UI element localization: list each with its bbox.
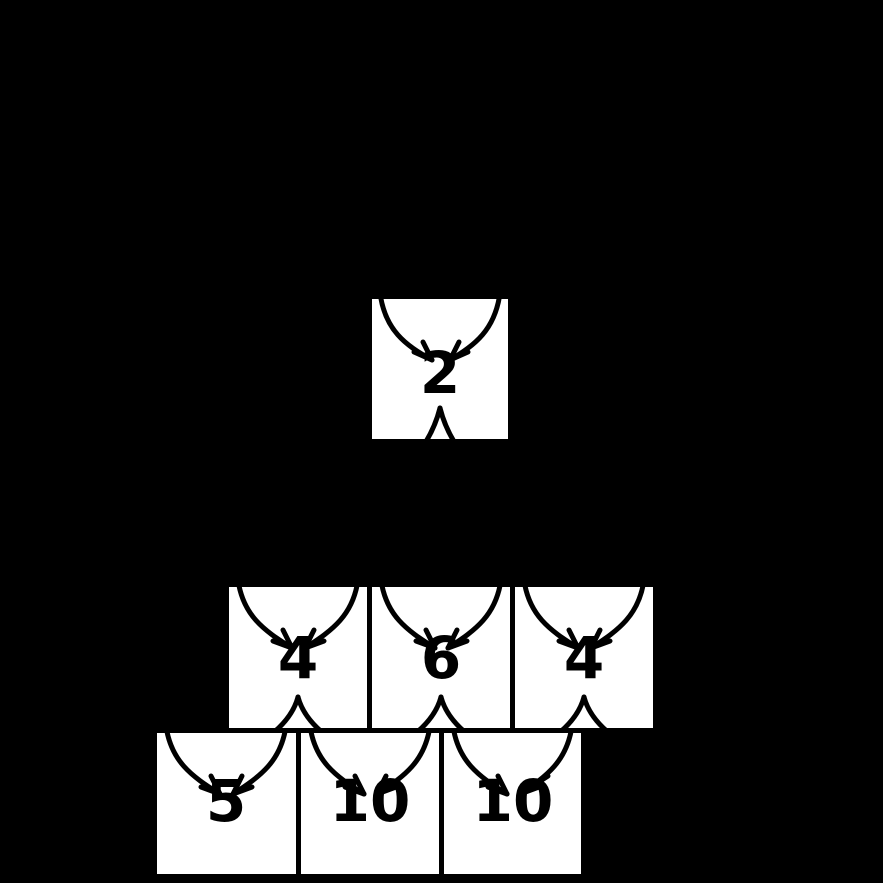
bot-1-flows <box>308 731 432 797</box>
outgoing-curve-right <box>438 694 467 730</box>
incoming-arrowhead-right <box>447 339 471 363</box>
incoming-arrowhead-left <box>342 773 367 797</box>
mid-1-flows <box>379 585 503 730</box>
box-top-0-label: 2 <box>420 339 460 407</box>
incoming-arrowhead-left <box>485 773 510 797</box>
incoming-arrowhead-right <box>445 627 470 651</box>
mid-0-flows <box>236 585 360 730</box>
box-bot-0[interactable] <box>153 729 300 878</box>
outgoing-curve-right <box>295 694 324 730</box>
incoming-arrowhead-right <box>374 773 399 797</box>
level-top: 2 <box>368 295 512 443</box>
bot-2-flows <box>451 731 574 797</box>
incoming-arrowhead-right <box>517 773 551 797</box>
box-mid-1-label: 6 <box>421 624 461 692</box>
box-mid-2-label: 4 <box>564 624 604 692</box>
incoming-arrowhead-right <box>302 627 327 651</box>
outgoing-curve-right <box>437 405 457 441</box>
level-middle: 4 6 4 <box>225 583 657 732</box>
box-bot-0-label: 5 <box>206 767 246 835</box>
box-mid-0-label: 4 <box>278 624 318 692</box>
outgoing-curve-right <box>581 694 610 730</box>
level-bottom: 5 10 10 <box>153 729 585 878</box>
incoming-arrowhead-right <box>230 773 255 797</box>
incoming-arrowhead-left <box>413 627 438 651</box>
incoming-arrowhead-left <box>198 773 223 797</box>
incoming-arrowhead-right <box>588 627 613 651</box>
incoming-arrowhead-left <box>556 627 581 651</box>
box-bot-2-label: 10 <box>473 767 554 835</box>
incoming-arrowhead-left <box>411 339 435 363</box>
box-bot-1-label: 10 <box>330 767 411 835</box>
top-0-flows <box>378 297 502 441</box>
mid-2-flows <box>522 585 646 730</box>
bot-0-flows <box>164 731 288 797</box>
incoming-arrowhead-left <box>270 627 295 651</box>
